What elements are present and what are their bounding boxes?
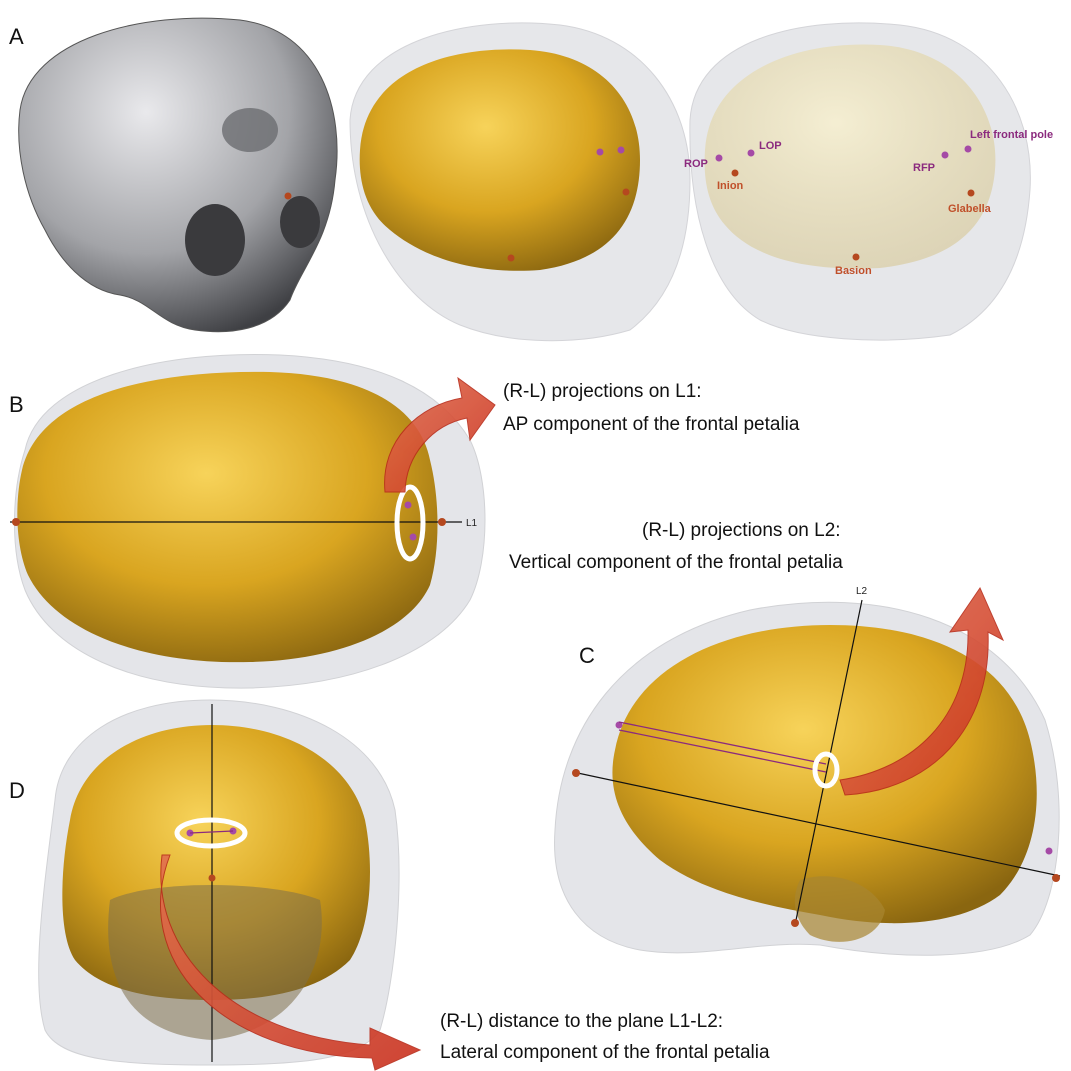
landmark-point [1052, 874, 1060, 882]
axis-label-l1: L1 [466, 518, 478, 529]
caption-b-line1: (R-L) projections on L1: [503, 381, 702, 402]
caption-b-line2: AP component of the frontal petalia [503, 414, 800, 435]
endocast-render-gold-a [350, 23, 690, 341]
landmark-point [438, 518, 446, 526]
caption-d-line1: (R-L) distance to the plane L1-L2: [440, 1011, 723, 1032]
label-rfp: RFP [913, 162, 935, 174]
axis-label-l2: L2 [856, 586, 868, 597]
skull-render-grey [19, 18, 337, 332]
panel-letter-b: B [9, 392, 24, 417]
label-left-frontal-pole: Left frontal pole [970, 129, 1053, 141]
label-rop: ROP [684, 158, 708, 170]
label-lop: LOP [759, 140, 782, 152]
landmark-point [12, 518, 20, 526]
caption-c-line2: Vertical component of the frontal petali… [509, 552, 843, 573]
panel-letter-d: D [9, 778, 25, 803]
caption-c-line1: (R-L) projections on L2: [642, 520, 841, 541]
landmark-point [209, 875, 216, 882]
panel-letter-c: C [579, 643, 595, 668]
landmark-point [410, 534, 417, 541]
caption-d-line2: Lateral component of the frontal petalia [440, 1042, 770, 1063]
landmark-point [572, 769, 580, 777]
landmark-point [1046, 848, 1053, 855]
landmark-point [405, 502, 412, 509]
landmark-point [791, 919, 799, 927]
label-basion: Basion [835, 265, 872, 277]
label-glabella: Glabella [948, 203, 992, 215]
endocast-render-gold-b [14, 354, 485, 688]
label-inion: Inion [717, 180, 744, 192]
panel-letter-a: A [9, 24, 24, 49]
